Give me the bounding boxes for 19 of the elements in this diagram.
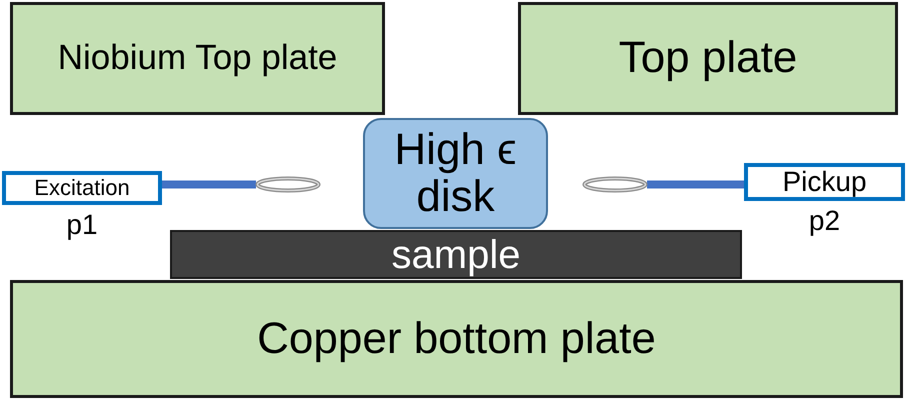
- node-label: sample: [392, 234, 520, 276]
- top-plate: [10, 2, 385, 115]
- port-label: p2: [808, 207, 842, 235]
- node-label: Copper bottom plate: [257, 316, 656, 362]
- sample-slab: [170, 230, 742, 279]
- node-label: Top plate: [618, 35, 798, 82]
- port-label: p1: [65, 211, 99, 239]
- coax-cable: [647, 180, 744, 188]
- bottom-plate: [10, 280, 903, 398]
- wire-loop: [582, 176, 648, 193]
- node-label: Pickup: [782, 167, 867, 197]
- node-label: High ϵ disk: [393, 127, 518, 220]
- port-box: [744, 163, 905, 201]
- node-label: Niobium Top plate: [58, 40, 338, 77]
- top-plate: [518, 2, 898, 115]
- coax-cable: [162, 180, 256, 188]
- node-label: Excitation: [34, 176, 130, 200]
- wire-loop: [255, 176, 321, 193]
- port-box: [2, 171, 162, 205]
